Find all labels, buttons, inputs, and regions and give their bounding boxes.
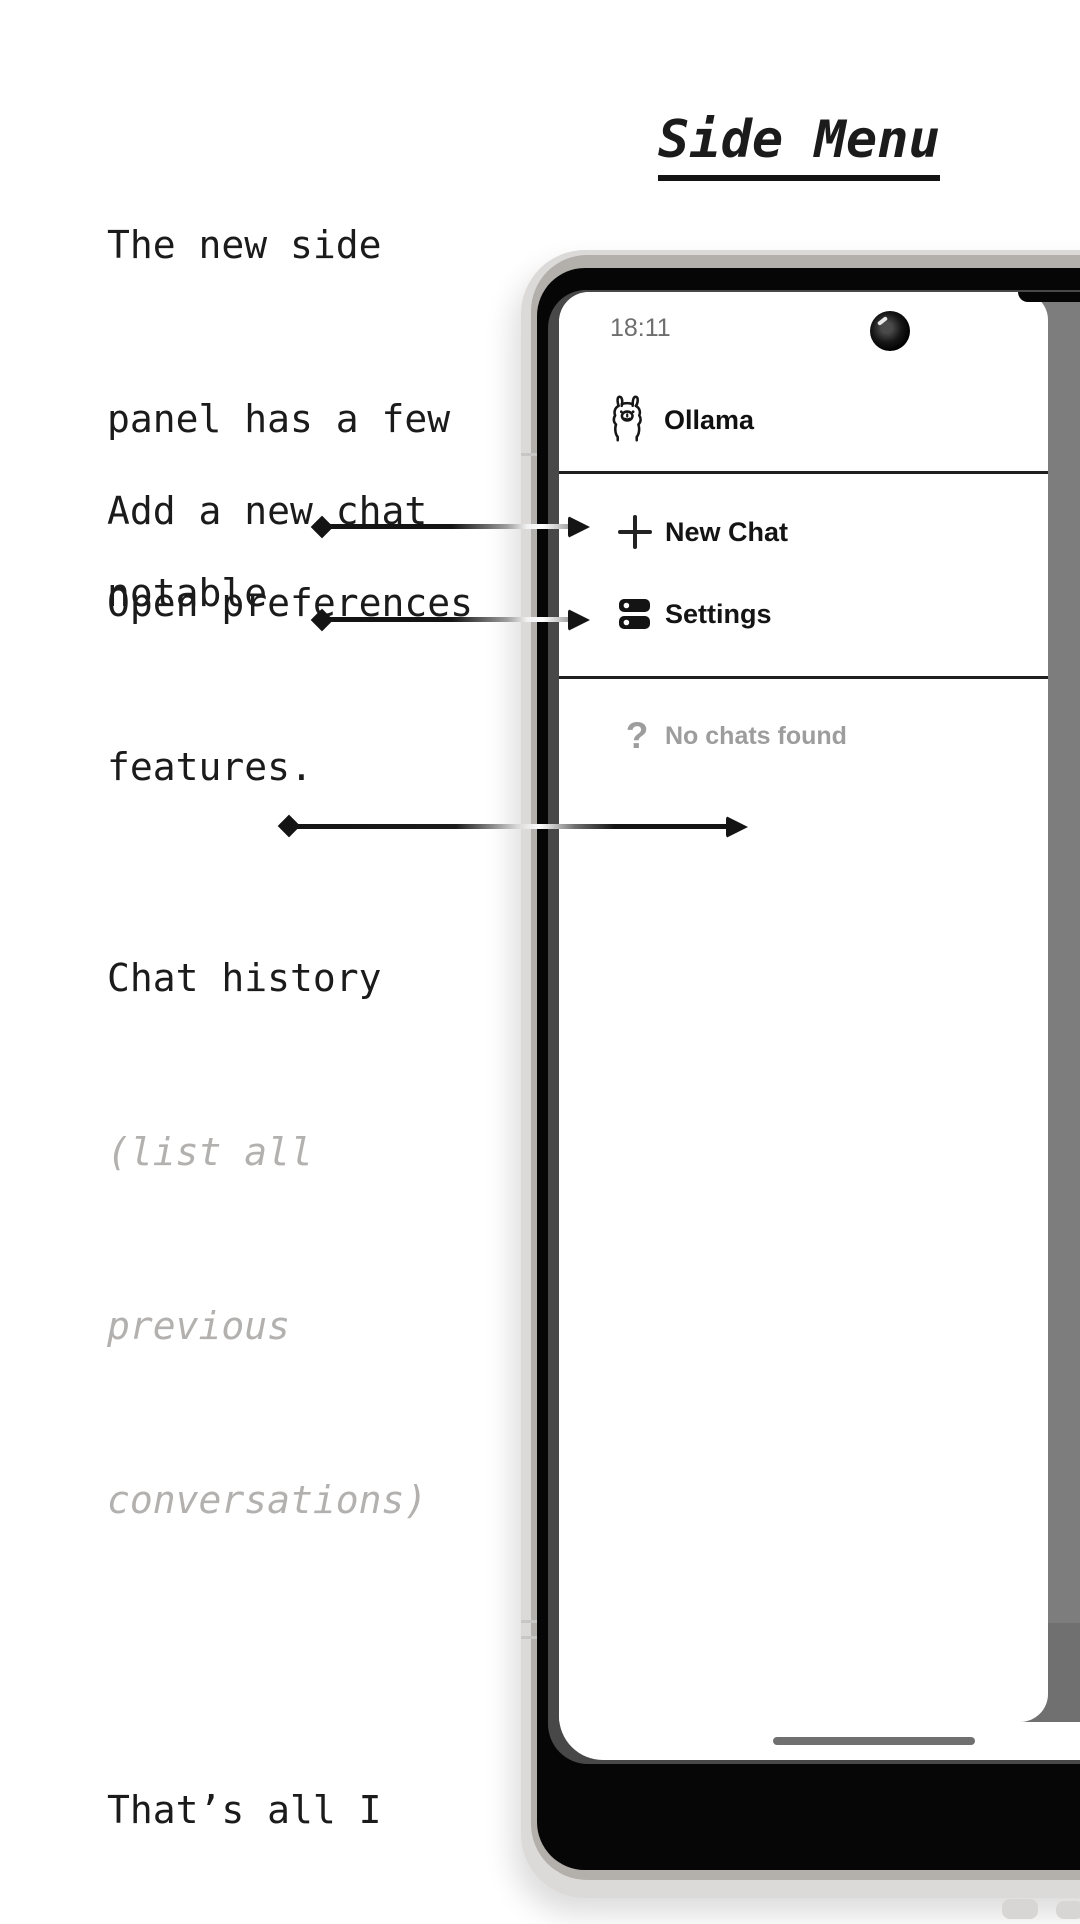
camera-glint [876, 316, 889, 326]
drawer-divider [559, 676, 1048, 679]
llama-icon [608, 394, 646, 447]
camera-punch-hole-icon [870, 311, 910, 351]
status-bar-clock: 18:11 [610, 314, 671, 342]
plus-icon [603, 515, 667, 549]
arrow-line [289, 824, 729, 829]
menu-item-label: Settings [665, 598, 772, 629]
history-note-line: previous [107, 1304, 291, 1348]
intro-line: The new side [107, 223, 382, 267]
bezel-step [1018, 292, 1080, 302]
annotation-add-new-chat: Add a new chat [107, 489, 428, 533]
phone-port-cutout [1002, 1899, 1038, 1919]
chat-history-label: Chat history [107, 956, 382, 1000]
arrow-line [322, 524, 572, 529]
intro-line: notable [107, 571, 268, 615]
app-brand-row: Ollama [608, 394, 754, 447]
intro-line: features. [107, 745, 313, 789]
menu-item-label: New Chat [665, 516, 789, 547]
history-note-line: (list all [107, 1130, 313, 1174]
outro-paragraph: That’s all I have to say. Have fun! [107, 1665, 382, 1924]
settings-icon [603, 598, 667, 630]
frame-seam [521, 453, 537, 456]
page-title: Side Menu [658, 112, 940, 181]
gesture-handle[interactable] [773, 1737, 975, 1745]
arrowhead-icon [568, 609, 590, 631]
phone-port-cutout [1056, 1901, 1080, 1919]
phone-screen: 18:11 [559, 292, 1080, 1760]
arrowhead-icon [726, 816, 748, 838]
intro-line: panel has a few [107, 397, 451, 441]
drawer-divider [559, 471, 1048, 474]
arrowhead-icon [568, 516, 590, 538]
history-note-line: conversations) [107, 1478, 428, 1522]
menu-item-new-chat[interactable]: New Chat [559, 500, 1048, 564]
empty-chat-list-state: ? No chats found [559, 706, 1048, 766]
phone-mockup: 18:11 [521, 250, 1080, 1898]
question-mark-icon: ? [625, 715, 649, 756]
annotation-open-preferences: Open preferences [107, 581, 474, 625]
menu-item-settings[interactable]: Settings [559, 582, 1048, 646]
frame-seam [521, 1620, 537, 1623]
empty-state-label: No chats found [665, 721, 847, 750]
page-title-wrap: Side Menu [658, 112, 940, 181]
annotation-chat-history: Chat history (list all previous conversa… [107, 833, 427, 1645]
app-name: Ollama [664, 405, 755, 435]
frame-seam [521, 1636, 537, 1639]
outro-line: That’s all I [107, 1788, 382, 1832]
side-menu-drawer: 18:11 [559, 292, 1048, 1745]
intro-paragraph: The new side panel has a few notable fea… [107, 100, 450, 912]
arrow-line [322, 617, 572, 622]
